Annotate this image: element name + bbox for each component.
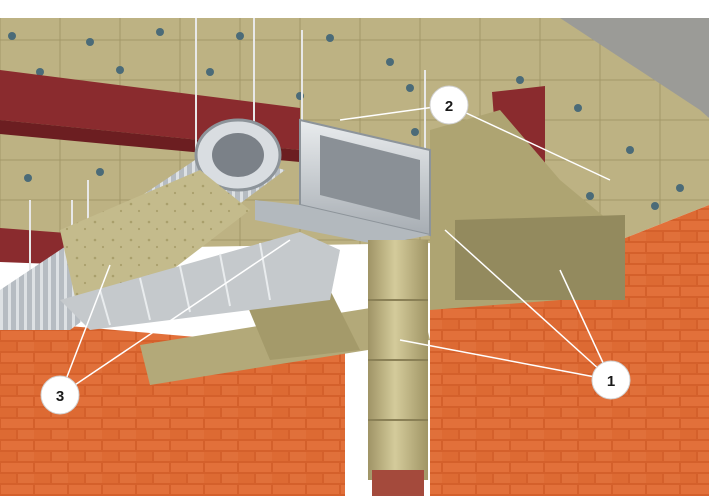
callout-3: 3 (40, 375, 80, 415)
callout-2-label: 2 (445, 98, 453, 115)
fastener-dots (8, 28, 684, 210)
vertical-insulated-pipe (368, 240, 428, 496)
wrapped-duct (60, 232, 340, 330)
callout-2: 2 (429, 85, 469, 125)
callout-3-label: 3 (56, 388, 64, 405)
concrete-slab (360, 18, 709, 118)
callout-1-label: 1 (607, 373, 615, 390)
beam-insulation-face (455, 215, 625, 300)
wrapped-duct-ribs (99, 242, 271, 326)
rectangular-duct (255, 118, 431, 245)
flexible-duct-insulation (60, 170, 250, 320)
support-beam-insulation-2 (245, 290, 360, 360)
callout-1: 1 (591, 360, 631, 400)
brick-wall-right (430, 205, 709, 496)
